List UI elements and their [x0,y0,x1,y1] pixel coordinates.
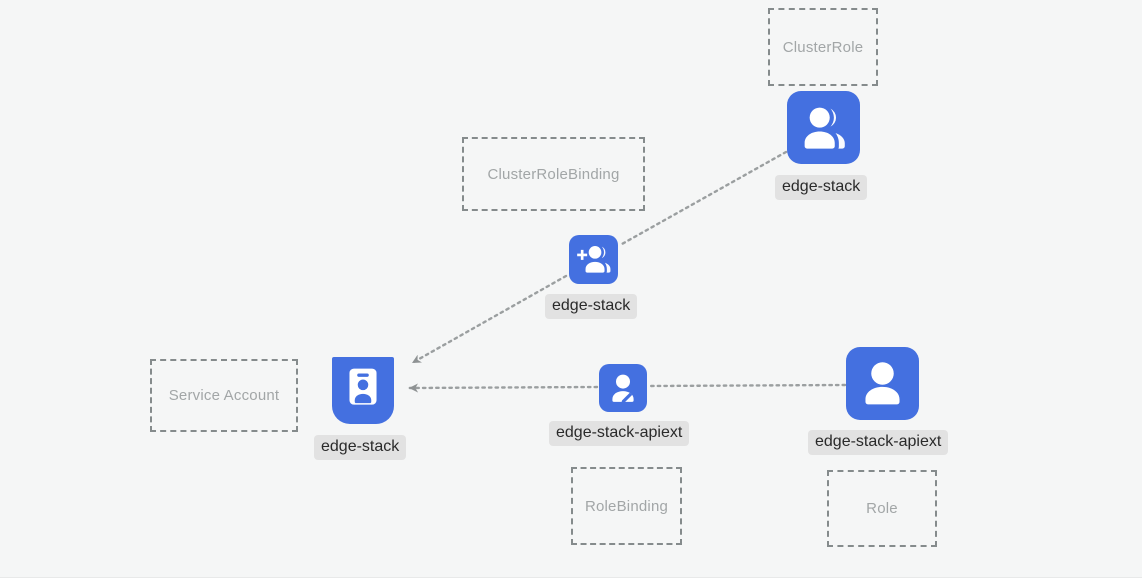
group-people-icon[interactable] [787,91,860,164]
person-icon[interactable] [846,347,919,420]
kind-box-label: Service Account [168,387,280,404]
node-label: edge-stack [545,294,638,320]
kind-box-label: RoleBinding [584,497,669,515]
kind-box-label: ClusterRole [782,38,864,56]
id-badge-icon[interactable] [332,357,394,424]
node-label: edge-stack [775,175,868,201]
kind-box-clusterrole[interactable]: ClusterRole [768,8,878,86]
kind-box-label: ClusterRoleBinding [487,165,620,183]
kind-box-clusterrolebinding[interactable]: ClusterRoleBinding [462,137,645,211]
kind-box-label: Role [866,500,898,517]
node-label: edge-stack-apiext [808,430,949,456]
edit-person-icon[interactable] [599,364,647,412]
kind-box-role[interactable]: Role [827,470,937,547]
kind-box-service-account[interactable]: Service Account [150,359,298,432]
add-person-icon[interactable] [569,235,618,284]
node-label: edge-stack [314,435,407,461]
kind-box-rolebinding[interactable]: RoleBinding [571,467,682,545]
node-label: edge-stack-apiext [549,421,690,447]
